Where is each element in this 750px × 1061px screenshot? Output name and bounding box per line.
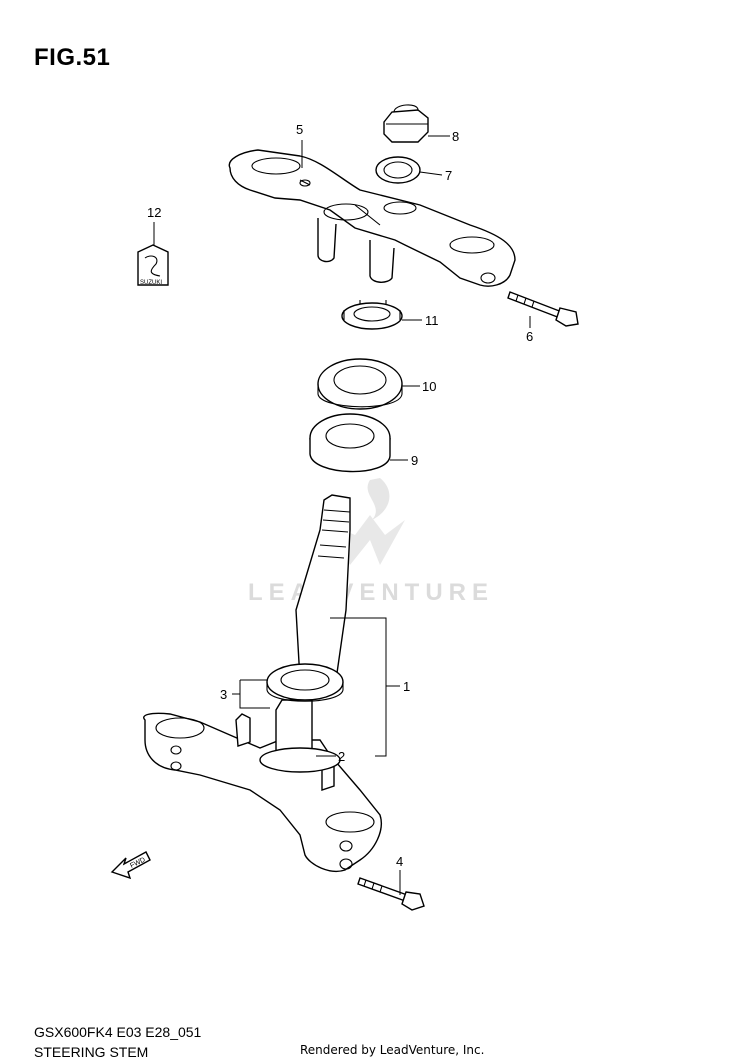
part-11-lock-nut xyxy=(341,300,403,330)
watermark-text: LEADVENTURE xyxy=(248,579,494,606)
figure-title: FIG.51 xyxy=(34,44,111,71)
part-4-bolt xyxy=(357,877,425,911)
part-12-emblem: SUZUKI xyxy=(137,244,169,286)
callout-labels: 5 8 7 12 6 11 10 9 1 2 3 4 xyxy=(147,122,533,869)
part-9-bearing xyxy=(309,413,391,473)
callout-1: 1 xyxy=(403,679,410,694)
leadventure-watermark: LEADVENTURE xyxy=(248,478,494,606)
leader-lines xyxy=(153,135,531,895)
callout-2: 2 xyxy=(338,749,345,764)
callout-3: 3 xyxy=(220,687,227,702)
callout-7: 7 xyxy=(445,168,452,183)
part-6-bolt xyxy=(507,291,579,327)
fwd-arrow-icon: FWD xyxy=(110,851,151,880)
part-5-upper-bracket xyxy=(228,149,516,287)
callout-9: 9 xyxy=(411,453,418,468)
part-10-dust-seal xyxy=(317,358,403,410)
callout-8: 8 xyxy=(452,129,459,144)
callout-10: 10 xyxy=(422,379,436,394)
part-7-washer xyxy=(375,156,421,184)
part-8-cap-nut xyxy=(383,104,429,143)
callout-4: 4 xyxy=(396,854,403,869)
callout-11: 11 xyxy=(425,313,439,328)
render-credit: Rendered by LeadVenture, Inc. xyxy=(300,1043,485,1057)
diagram-name: STEERING STEM xyxy=(34,1044,149,1060)
part-3-seal xyxy=(266,663,344,702)
callout-6: 6 xyxy=(526,329,533,344)
fwd-label: FWD xyxy=(129,857,146,870)
callout-5: 5 xyxy=(296,122,303,137)
part-1-steering-stem xyxy=(143,494,382,872)
callout-12: 12 xyxy=(147,205,161,220)
model-code: GSX600FK4 E03 E28_051 xyxy=(34,1024,202,1040)
emblem-brand-text: SUZUKI xyxy=(140,280,162,286)
